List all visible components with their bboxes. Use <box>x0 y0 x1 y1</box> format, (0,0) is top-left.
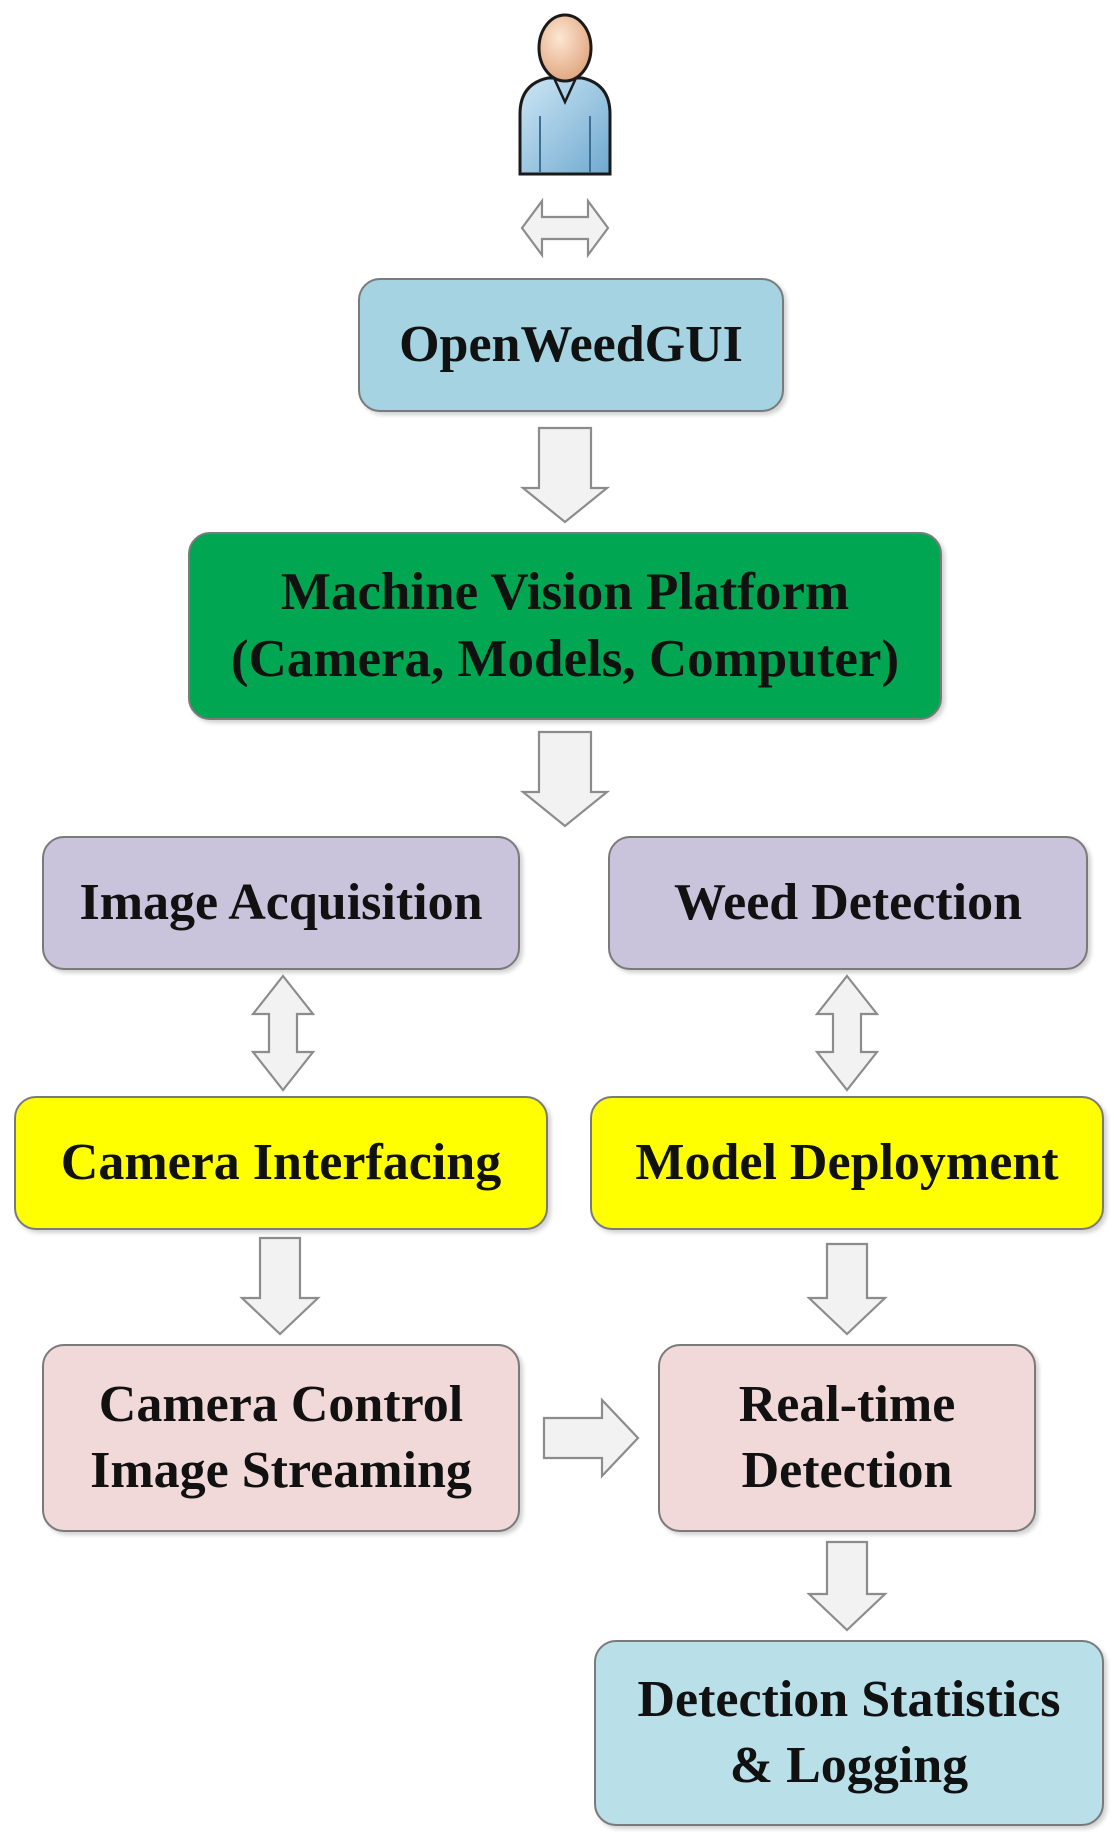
arrow-camctl-rt <box>542 1397 640 1479</box>
arrow-rt-stats <box>806 1540 888 1632</box>
arrow-img-caminf <box>250 974 316 1092</box>
arrow-model-rt <box>806 1242 888 1336</box>
machine-vision-platform-box: Machine Vision Platform (Camera, Models,… <box>188 532 942 720</box>
detection-statistics-box: Detection Statistics & Logging <box>594 1640 1104 1826</box>
arrow-caminf-camctl <box>239 1236 321 1336</box>
arrow-mvp-split <box>519 730 611 828</box>
weed-detection-box: Weed Detection <box>608 836 1088 970</box>
arrow-gui-mvp <box>519 426 611 524</box>
arrow-weed-model <box>814 974 880 1092</box>
camera-interfacing-box: Camera Interfacing <box>14 1096 548 1230</box>
model-deployment-box: Model Deployment <box>590 1096 1104 1230</box>
arrow-user-gui <box>520 197 610 259</box>
image-acquisition-box: Image Acquisition <box>42 836 520 970</box>
user-icon <box>518 13 612 176</box>
openweedgui-box: OpenWeedGUI <box>358 278 784 412</box>
realtime-detection-box: Real-time Detection <box>658 1344 1036 1532</box>
camera-control-box: Camera Control Image Streaming <box>42 1344 520 1532</box>
